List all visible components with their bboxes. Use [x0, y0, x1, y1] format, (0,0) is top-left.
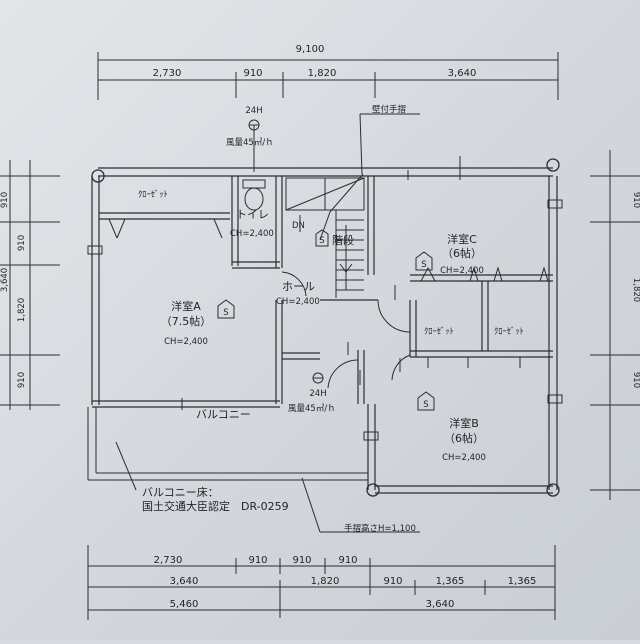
s-symbols: [217, 229, 435, 411]
dn-label: DN: [292, 221, 305, 231]
dim-bot2-5: 1,365: [508, 576, 537, 587]
balcony-label: バルコニー: [196, 408, 251, 421]
right-dimensions: [590, 150, 640, 500]
dim-right-1: 910: [631, 192, 640, 208]
dim-top-1: 2,730: [153, 68, 182, 79]
handrail-height: 手摺高さH=1,100: [344, 523, 416, 534]
dim-left-3: 910: [17, 372, 27, 388]
dim-bot3-2: 3,640: [426, 599, 455, 610]
toilet-ch: CH=2,400: [230, 229, 274, 239]
left-dimensions: [0, 160, 60, 410]
room-b-ch: CH=2,400: [442, 453, 486, 463]
room-c-ch: CH=2,400: [440, 266, 484, 276]
hall-ch: CH=2,400: [276, 297, 320, 307]
columns: [91, 158, 560, 497]
room-c-name: 洋室C: [447, 232, 477, 246]
balcony-floor-line1: バルコニー床：: [142, 485, 219, 499]
dim-bot1-1: 2,730: [154, 555, 183, 566]
dim-bot2-2: 1,820: [311, 576, 340, 587]
room-c-size: （6帖）: [442, 247, 482, 260]
s-mark-a: S: [223, 308, 228, 318]
room-b-name: 洋室B: [449, 416, 479, 430]
closet-mid2-label: ｸﾛｰｾﾞｯﾄ: [494, 327, 524, 337]
room-a-size: （7.5帖）: [161, 315, 212, 328]
dim-bot1-3: 910: [292, 555, 311, 566]
fan-bottom-24h: 24H: [309, 389, 326, 399]
fan-top-24h: 24H: [245, 106, 262, 116]
staircase: [285, 177, 365, 298]
fan-top-symbol: [248, 119, 260, 172]
dim-right-2: 1,820: [631, 278, 640, 302]
dim-bot2-4: 1,365: [436, 576, 465, 587]
walls: [87, 167, 558, 494]
closet-marks: [347, 266, 549, 385]
balcony-floor-line2: 国土交通大臣認定 DR-0259: [142, 499, 289, 513]
fan-bottom-flow: 風量45㎥/ｈ: [288, 403, 336, 414]
dim-bot2-3: 910: [383, 576, 402, 587]
dim-left-2: 1,820: [17, 298, 27, 322]
toilet-label: トイレ: [236, 208, 269, 221]
window-marks: [87, 156, 563, 441]
dim-top-total: 9,100: [296, 44, 325, 55]
dim-left-1: 910: [17, 235, 27, 251]
s-mark-c: S: [421, 260, 426, 270]
dim-bot1-4: 910: [338, 555, 357, 566]
dim-bot1-2: 910: [248, 555, 267, 566]
wall-handrail: 壁付手摺: [372, 104, 406, 115]
closet-mid1-label: ｸﾛｰｾﾞｯﾄ: [424, 327, 454, 337]
toilet-fixture: [242, 179, 266, 211]
closet-top-label: ｸﾛｰｾﾞｯﾄ: [138, 190, 168, 200]
s-mark-stairs: S: [319, 236, 324, 246]
dim-bot3-1: 5,460: [170, 599, 199, 610]
room-b-size: （6帖）: [444, 432, 484, 445]
door-swings: [108, 218, 411, 389]
leader-lines: [115, 113, 420, 533]
dim-top-2: 910: [243, 68, 262, 79]
dim-left-total: 3,640: [0, 268, 10, 292]
room-a-ch: CH=2,400: [164, 337, 208, 347]
dim-right-3: 910: [631, 372, 640, 388]
room-a-name: 洋室A: [171, 299, 201, 313]
dim-left-4: 910: [0, 192, 10, 208]
fan-bottom-symbol: [312, 372, 324, 384]
hall-label: ホール: [282, 280, 315, 293]
stairs-label: 階段: [332, 233, 354, 247]
bottom-dimensions: [87, 545, 556, 620]
dim-top-3: 1,820: [308, 68, 337, 79]
fan-top-flow: 風量45㎥/ｈ: [226, 137, 274, 148]
top-dimensions: [97, 52, 559, 100]
dim-bot2-1: 3,640: [170, 576, 199, 587]
s-mark-b: S: [423, 400, 428, 410]
dim-top-4: 3,640: [448, 68, 477, 79]
